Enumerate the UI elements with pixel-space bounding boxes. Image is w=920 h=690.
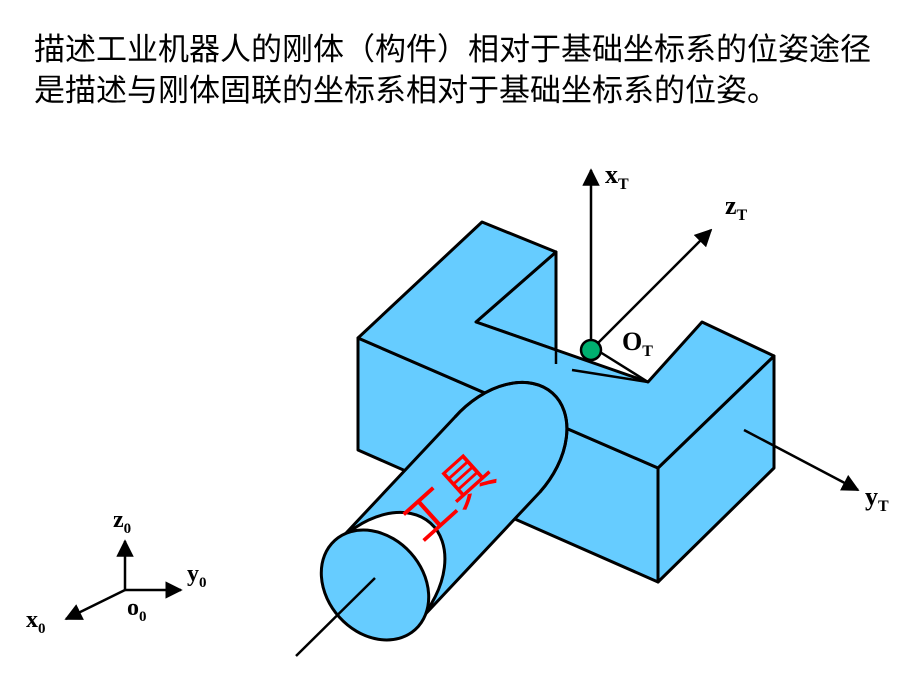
base-x-label: x0 (26, 607, 46, 637)
base-origin-label: o0 (127, 595, 147, 625)
title-line-1: 描述工业机器人的刚体（构件）相对于基础坐标系的位姿途径 (34, 32, 871, 68)
tool-x-label: xT (605, 160, 629, 193)
cylinder-axis (295, 577, 376, 657)
base-y-label: y0 (187, 561, 207, 591)
tool-origin-label: OT (622, 327, 653, 360)
tool-origin-dot (579, 338, 603, 362)
tool-z-axis (590, 228, 713, 351)
tool-frame (582, 168, 860, 492)
cylinder-back-rim (453, 380, 569, 493)
tool-y-label: yT (865, 482, 889, 515)
slot-edges (554, 350, 649, 384)
cylinder-front-cap (319, 528, 431, 642)
base-z-label: z0 (113, 507, 131, 537)
base-x-axis (64, 588, 126, 621)
title-line-2: 是描述与刚体固联的坐标系相对于基础坐标系的位姿。 (34, 73, 778, 109)
base-frame (64, 539, 183, 621)
tool-y-axis (743, 428, 860, 492)
tool-z-label: zT (725, 191, 748, 224)
title-block: 描述工业机器人的刚体（构件）相对于基础坐标系的位姿途径 是描述与刚体固联的坐标系… (34, 30, 894, 112)
